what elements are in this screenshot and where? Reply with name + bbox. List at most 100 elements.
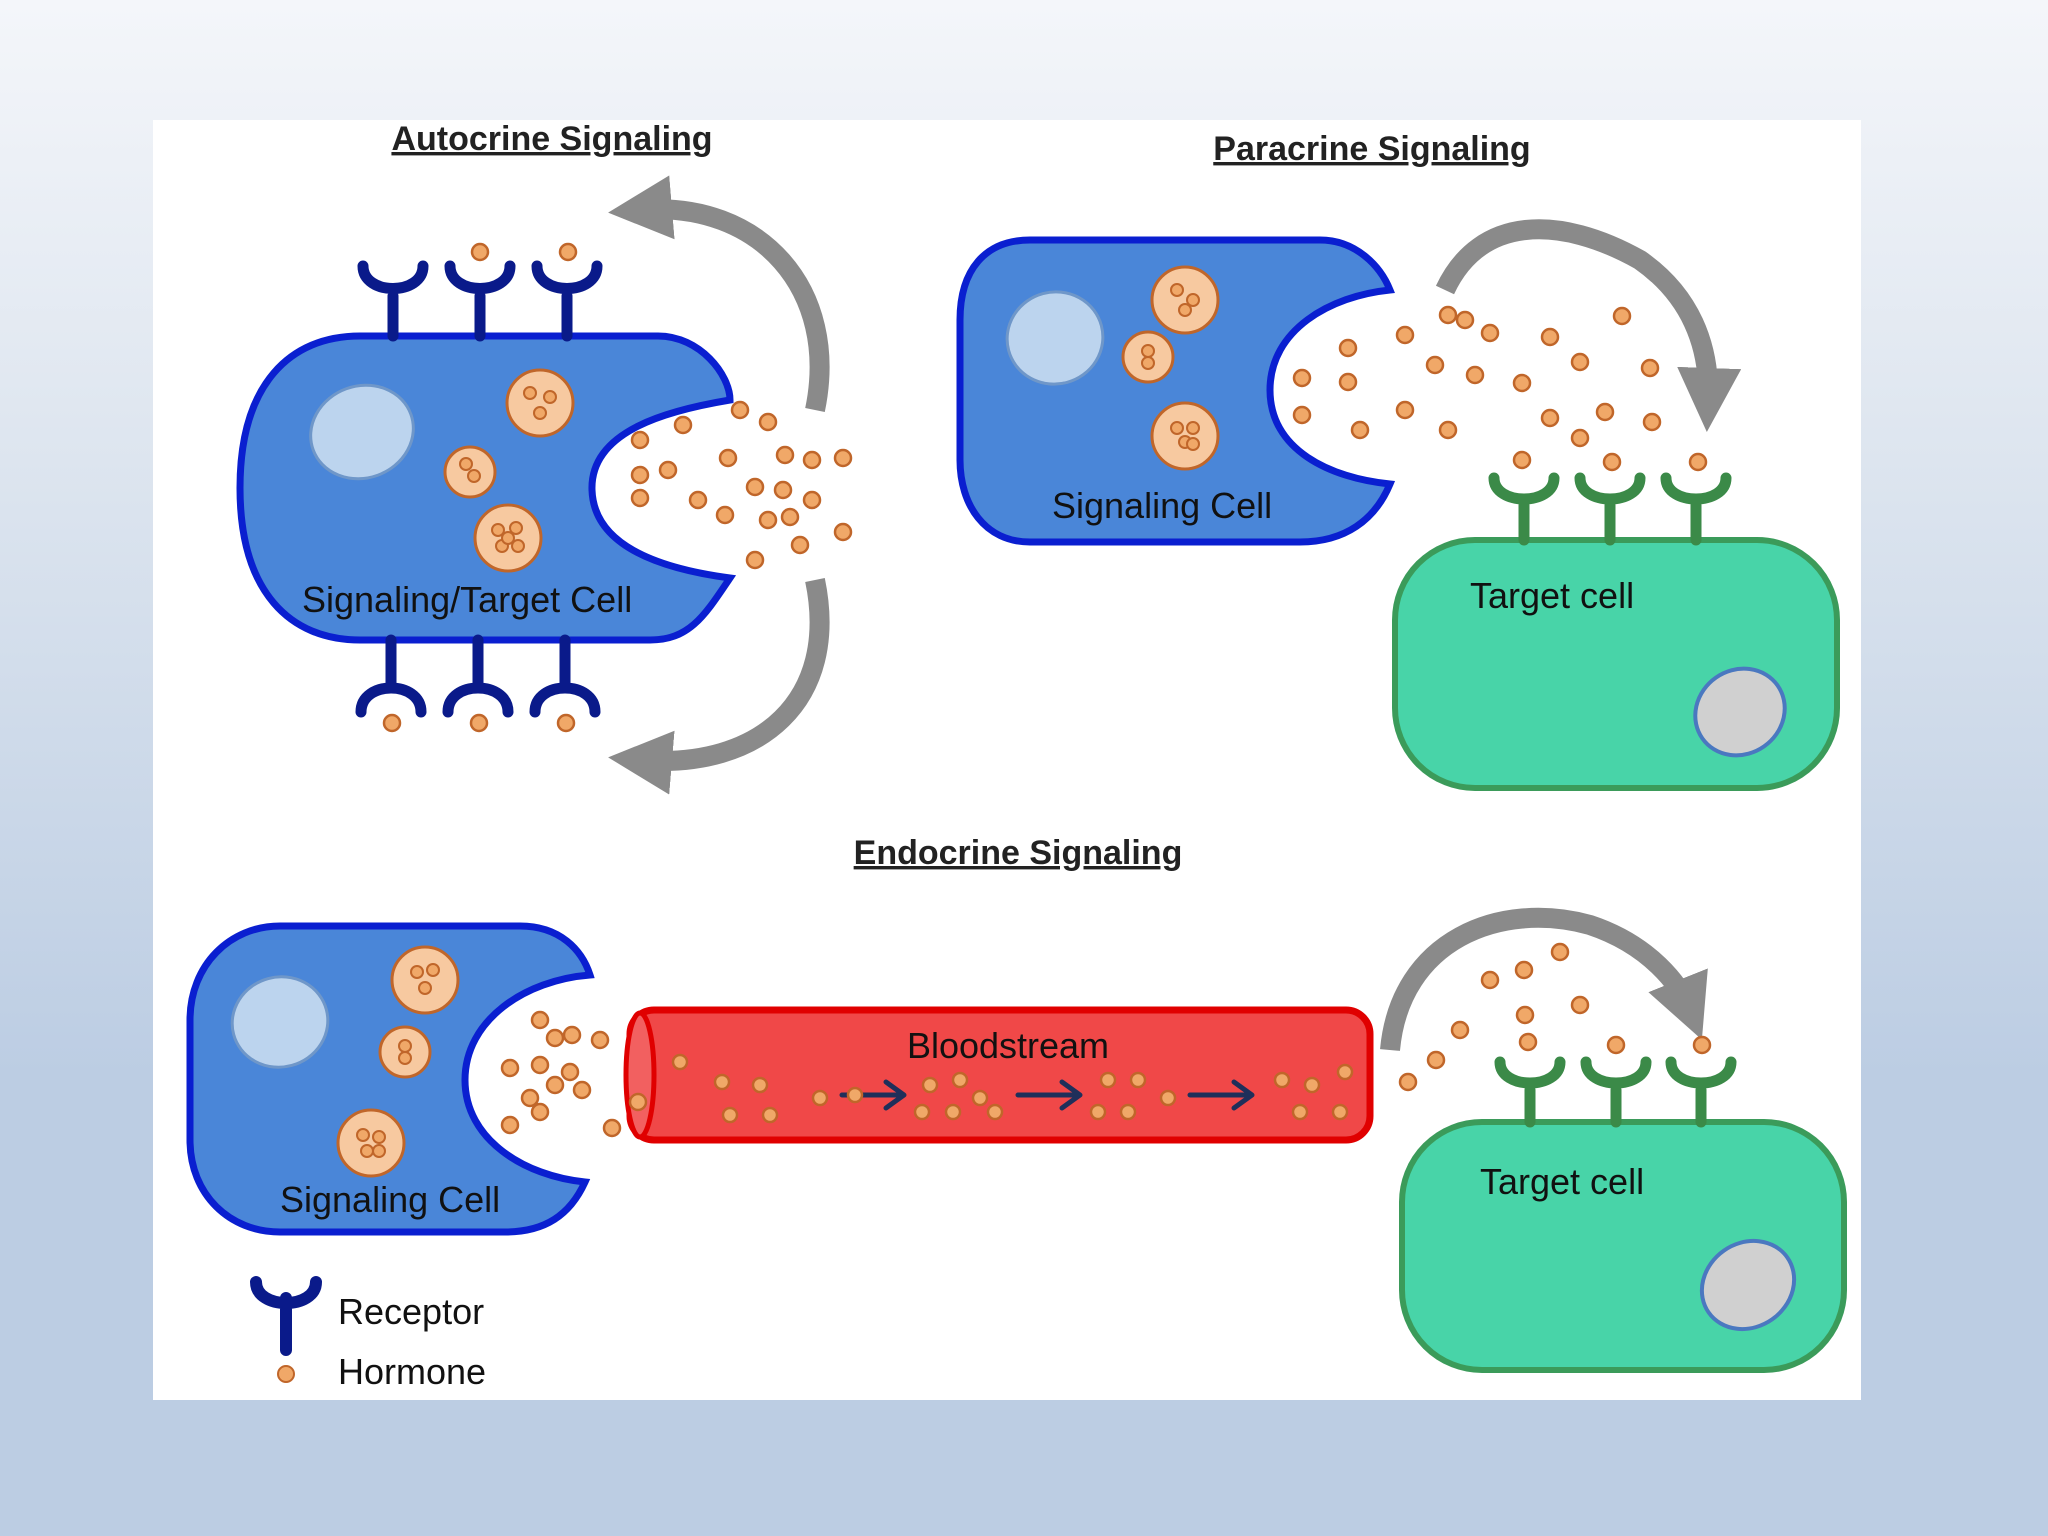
hormone-dot: [758, 412, 778, 432]
hormone-dot: [1119, 1103, 1137, 1121]
hormone-dot: [1292, 368, 1312, 388]
vesicle: [1121, 330, 1175, 384]
endocrine-nucleus: [230, 975, 330, 1069]
receptor-icon: [529, 634, 601, 718]
hormone-dot: [745, 477, 765, 497]
hormone-dot: [1515, 1005, 1535, 1025]
hormone-dot: [913, 1103, 931, 1121]
hormone-dot: [469, 713, 489, 733]
hormone-dot: [1426, 1050, 1446, 1070]
hormone-dot: [802, 490, 822, 510]
hormone-dot: [1642, 412, 1662, 432]
hormone-dot: [790, 535, 810, 555]
hormone-dot: [773, 480, 793, 500]
hormone-dot: [721, 1106, 739, 1124]
hormone-dot: [628, 1092, 648, 1112]
hormone-dot: [1273, 1071, 1291, 1089]
hormone-dot: [545, 1028, 565, 1048]
hormone-dot: [658, 460, 678, 480]
hormone-dot: [1612, 306, 1632, 326]
hormone-dot: [718, 448, 738, 468]
receptor-icon: [355, 634, 427, 718]
vesicle: [473, 503, 543, 573]
hormone-dot: [971, 1089, 989, 1107]
hormone-dot: [1338, 372, 1358, 392]
hormone-dot: [602, 1118, 622, 1138]
slide-frame: Autocrine Signaling Signaling/Target Cel…: [153, 120, 1861, 1400]
hormone-dot: [1570, 428, 1590, 448]
bloodstream-opening: [623, 1010, 657, 1140]
endocrine-target-nucleus: [1699, 1238, 1797, 1332]
hormone-dot: [951, 1071, 969, 1089]
hormone-dot: [1512, 373, 1532, 393]
hormone-dot: [1099, 1071, 1117, 1089]
hormone-dot: [500, 1115, 520, 1135]
hormone-dot: [730, 400, 750, 420]
hormone-dot: [1395, 400, 1415, 420]
hormone-dot: [1512, 450, 1532, 470]
hormone-dot: [758, 510, 778, 530]
hormone-dot: [833, 522, 853, 542]
hormone-dot: [1518, 1032, 1538, 1052]
flow-arrows: [839, 1079, 1255, 1111]
hormone-dot: [1570, 995, 1590, 1015]
hormone-dot: [1129, 1071, 1147, 1089]
autocrine-title: Autocrine Signaling: [391, 120, 712, 158]
hormone-dot: [846, 1086, 864, 1104]
autocrine-arrow-bottom: [608, 577, 830, 795]
paracrine-signaling-cell-label: Signaling Cell: [1052, 485, 1272, 526]
vesicle: [1150, 265, 1220, 335]
endocrine-title: Endocrine Signaling: [854, 834, 1183, 872]
hormone-dot: [745, 550, 765, 570]
vesicle: [390, 945, 460, 1015]
legend-receptor-icon: [250, 1276, 322, 1356]
paracrine-nucleus: [1005, 290, 1105, 386]
hormone-dot: [1438, 420, 1458, 440]
hormone-dot: [780, 507, 800, 527]
endocrine-receptors: [1494, 1056, 1737, 1128]
receptor-icon: [1580, 1056, 1652, 1128]
hormone-dot: [715, 505, 735, 525]
paracrine-title: Paracrine Signaling: [1213, 130, 1530, 168]
legend-hormone-icon: [277, 1365, 295, 1383]
paracrine-arrow: [1435, 219, 1742, 432]
hormone-dot: [1480, 323, 1500, 343]
hormone-dot: [382, 713, 402, 733]
hormone-dot: [1438, 305, 1458, 325]
hormone-dot: [811, 1089, 829, 1107]
receptor-icon: [1574, 472, 1646, 546]
cell-signaling-diagram: Autocrine Signaling Signaling/Target Cel…: [186, 120, 1847, 1392]
flow-arrow-icon: [1187, 1079, 1255, 1111]
vesicle: [336, 1108, 406, 1178]
paracrine-target-nucleus: [1693, 666, 1787, 758]
hormone-dot: [1550, 942, 1570, 962]
hormone-dot: [500, 1058, 520, 1078]
receptor-icon: [1660, 472, 1732, 546]
hormone-dot: [921, 1076, 939, 1094]
hormone-dot: [562, 1025, 582, 1045]
hormone-dot: [1159, 1089, 1177, 1107]
hormone-dot: [1540, 327, 1560, 347]
receptor-icon: [531, 260, 603, 342]
hormone-dot: [545, 1075, 565, 1095]
hormone-dot: [673, 415, 693, 435]
hormone-dot: [1089, 1103, 1107, 1121]
receptor-icon: [1494, 1056, 1566, 1128]
hormone-dot: [1692, 1035, 1712, 1055]
hormone-dot: [470, 242, 490, 262]
hormone-dot: [1606, 1035, 1626, 1055]
hormone-dot: [556, 713, 576, 733]
hormone-dot: [1395, 325, 1415, 345]
receptor-icon: [1665, 1056, 1737, 1128]
receptor-icon: [357, 260, 429, 342]
vesicle: [378, 1025, 432, 1079]
hormone-dot: [775, 445, 795, 465]
hormone-dot: [1640, 358, 1660, 378]
hormone-dot: [1450, 1020, 1470, 1040]
receptor-icon: [1488, 472, 1560, 546]
endocrine-arrow: [1380, 907, 1708, 1052]
hormone-dot: [1350, 420, 1370, 440]
legend-hormone-label: Hormone: [338, 1351, 486, 1392]
hormone-dot: [1480, 970, 1500, 990]
hormone-dot: [1425, 355, 1445, 375]
